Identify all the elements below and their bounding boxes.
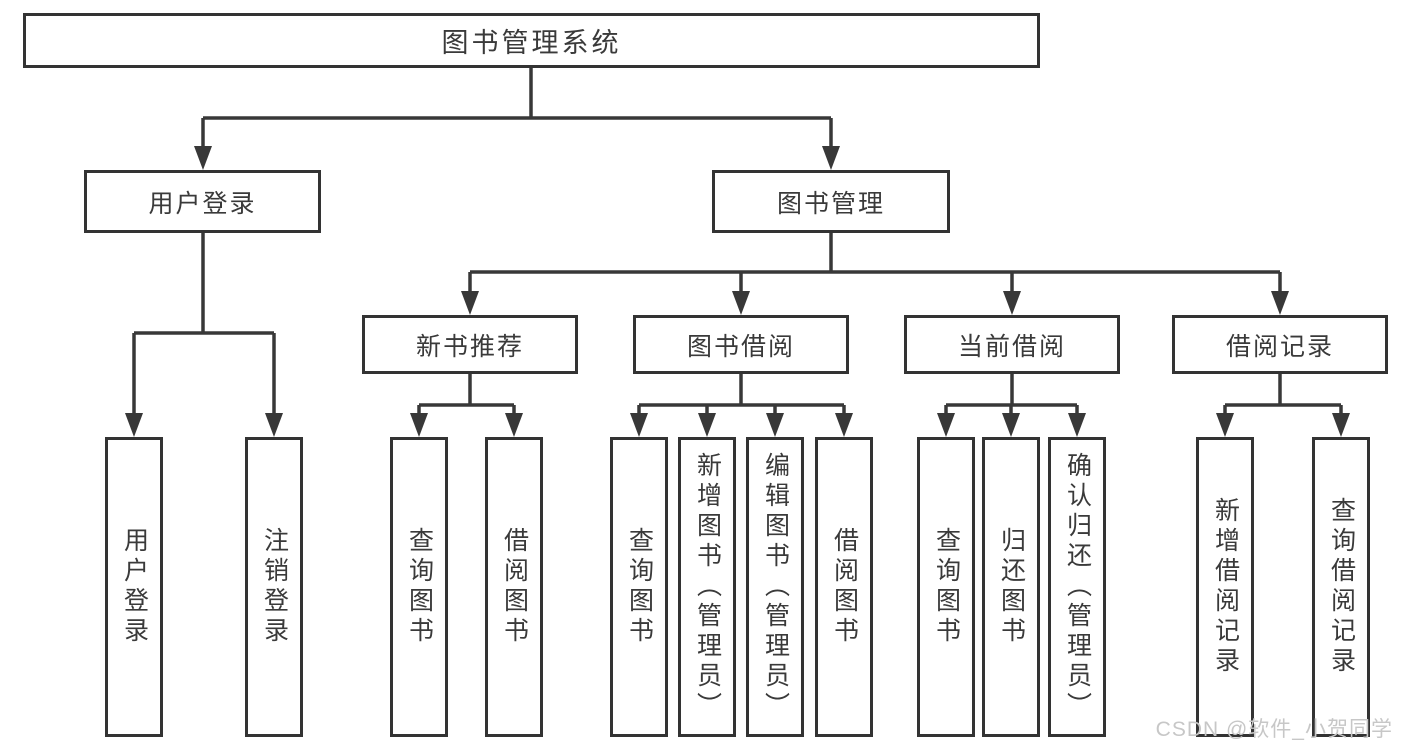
leaf-label: 注销登录: [260, 527, 289, 647]
leaf-label: 查询借阅记录: [1327, 497, 1356, 677]
csdn-watermark: CSDN @软件_小贺同学: [1155, 718, 1393, 741]
arrowhead: [265, 413, 283, 437]
connector-book-management: [468, 233, 1282, 293]
leaf-label: 确认归还（管理员）: [1063, 452, 1092, 722]
leaf-label: 借阅图书: [830, 527, 859, 647]
leaf-logout: 注销登录: [245, 437, 303, 737]
node-user-login: 用户登录: [84, 170, 321, 233]
node-book-borrow: 图书借阅: [633, 315, 849, 374]
leaf-label: 用户登录: [120, 527, 149, 647]
connector-borrow-records: [1223, 374, 1343, 415]
leaf-label: 归还图书: [997, 527, 1026, 647]
connector-root: [201, 68, 833, 148]
arrowhead: [835, 413, 853, 437]
leaf-query-borrow-record: 查询借阅记录: [1312, 437, 1370, 737]
leaf-label: 查询图书: [405, 527, 434, 647]
leaf-query-books-3: 查询图书: [917, 437, 975, 737]
node-new-book-recommend: 新书推荐: [362, 315, 578, 374]
leaf-query-books-2: 查询图书: [610, 437, 668, 737]
arrowhead: [937, 413, 955, 437]
arrowhead: [732, 291, 750, 315]
arrowhead: [630, 413, 648, 437]
arrowhead: [822, 146, 840, 170]
node-borrow-records: 借阅记录: [1172, 315, 1388, 374]
arrowhead: [766, 413, 784, 437]
leaf-borrow-books-1: 借阅图书: [485, 437, 543, 737]
leaf-add-books-admin: 新增图书（管理员）: [678, 437, 736, 737]
node-current-borrow: 当前借阅: [904, 315, 1120, 374]
arrowhead: [698, 413, 716, 437]
node-root-system: 图书管理系统: [23, 13, 1040, 68]
connector-book-borrow: [637, 374, 846, 415]
leaf-label: 借阅图书: [500, 527, 529, 647]
arrowhead: [1068, 413, 1086, 437]
arrowhead: [1002, 413, 1020, 437]
connector-current-borrow: [944, 374, 1079, 415]
arrowhead: [1003, 291, 1021, 315]
arrowhead: [1216, 413, 1234, 437]
leaf-label: 编辑图书（管理员）: [761, 452, 790, 722]
leaf-label: 查询图书: [932, 527, 961, 647]
leaf-edit-books-admin: 编辑图书（管理员）: [746, 437, 804, 737]
leaf-query-books-1: 查询图书: [390, 437, 448, 737]
arrowhead: [461, 291, 479, 315]
arrowhead: [410, 413, 428, 437]
leaf-return-books: 归还图书: [982, 437, 1040, 737]
arrowhead: [1332, 413, 1350, 437]
connector-new-book: [417, 374, 516, 415]
arrowhead: [125, 413, 143, 437]
arrowhead: [505, 413, 523, 437]
arrowhead: [1271, 291, 1289, 315]
connector-user-login: [132, 233, 276, 415]
leaf-user-login: 用户登录: [105, 437, 163, 737]
leaf-borrow-books-2: 借阅图书: [815, 437, 873, 737]
leaf-label: 新增图书（管理员）: [693, 452, 722, 722]
leaf-label: 新增借阅记录: [1211, 497, 1240, 677]
arrowhead: [194, 146, 212, 170]
leaf-confirm-return-admin: 确认归还（管理员）: [1048, 437, 1106, 737]
leaf-add-borrow-record: 新增借阅记录: [1196, 437, 1254, 737]
leaf-label: 查询图书: [625, 527, 654, 647]
node-book-management: 图书管理: [712, 170, 950, 233]
